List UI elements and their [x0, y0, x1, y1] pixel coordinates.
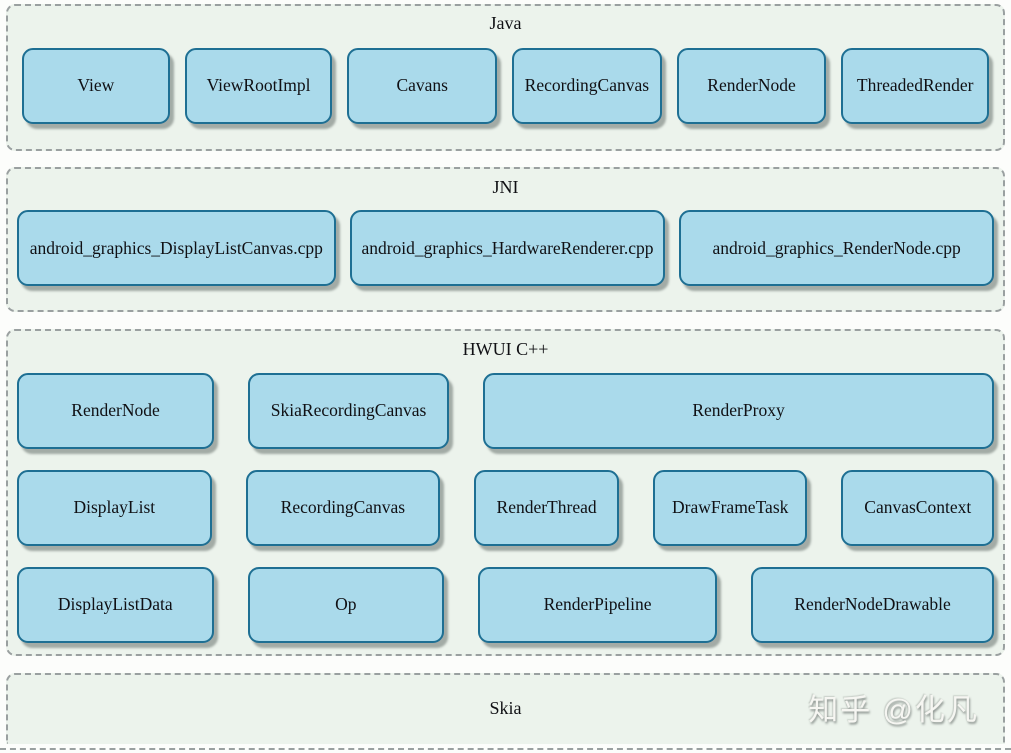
box-android-graphics-rendernode-cpp: android_graphics_RenderNode.cpp [679, 210, 994, 287]
box-label: Op [335, 594, 357, 615]
box-row: DisplayListData Op RenderPipeline RenderNod… [17, 566, 994, 643]
box-label: Cavans [396, 75, 448, 96]
box-rendernode: RenderNode [17, 372, 215, 449]
box-label: ViewRootImpl [206, 75, 311, 96]
box-label: android_graphics_RenderNode.cpp [712, 237, 961, 258]
box-row: android_graphics_DisplayListCanvas.cpp an… [17, 210, 994, 287]
box-label: RecordingCanvas [524, 75, 650, 96]
box-row: RenderNode SkiaRecordingCanvas RenderProxy [17, 372, 994, 449]
box-rendernode: RenderNode [676, 47, 827, 124]
box-android-graphics-hardwarerenderer-cpp: android_graphics_HardwareRenderer.cpp [349, 210, 666, 287]
layer-title-jni: JNI [492, 176, 519, 197]
layer-skia: Skia 知乎 @化凡 [6, 672, 1005, 744]
box-label: RenderNodeDrawable [794, 594, 951, 615]
box-label: ThreadedRender [856, 75, 974, 96]
box-skiarecordingcanvas: SkiaRecordingCanvas [248, 372, 450, 449]
box-label: CanvasContext [864, 497, 972, 518]
box-renderpipeline: RenderPipeline [478, 566, 718, 643]
box-viewrootimpl: ViewRootImpl [184, 47, 333, 124]
box-rendernodedrawable: RenderNodeDrawable [751, 566, 994, 643]
box-label: RenderPipeline [543, 594, 652, 615]
box-threadedrender: ThreadedRender [841, 47, 990, 124]
layer-title-skia: Skia [489, 698, 522, 719]
box-label: DisplayListData [57, 594, 173, 615]
box-displaylist: DisplayList [17, 469, 212, 546]
box-label: DrawFrameTask [672, 497, 789, 518]
box-displaylistdata: DisplayListData [17, 566, 214, 643]
layer-title-hwui-c: HWUI C++ [462, 339, 549, 360]
box-op: Op [247, 566, 445, 643]
box-row: DisplayList RecordingCanvas RenderThread Dr… [17, 469, 995, 546]
box-row: View ViewRootImpl Cavans RecordingCanvas Ren… [22, 47, 990, 124]
cutoff-next-layer-border [0, 748, 1011, 750]
box-recordingcanvas: RecordingCanvas [512, 47, 662, 124]
box-canvascontext: CanvasContext [841, 469, 995, 546]
box-label: SkiaRecordingCanvas [270, 400, 427, 421]
box-view: View [22, 47, 170, 124]
box-label: RenderNode [707, 75, 796, 96]
box-label: RenderThread [496, 497, 597, 518]
box-drawframetask: DrawFrameTask [652, 469, 808, 546]
box-recordingcanvas: RecordingCanvas [245, 469, 441, 546]
box-label: RecordingCanvas [280, 497, 406, 518]
box-label: RenderNode [71, 400, 160, 421]
box-label: DisplayList [73, 497, 156, 518]
box-renderproxy: RenderProxy [483, 372, 994, 449]
layer-title-java: Java [489, 13, 522, 33]
box-renderthread: RenderThread [474, 469, 619, 546]
layer-jni: JNI android_graphics_DisplayListCanvas.cp… [6, 166, 1005, 313]
zhihu-watermark: 知乎 @化凡 [808, 694, 979, 728]
box-android-graphics-displaylistcanvas-cpp: android_graphics_DisplayListCanvas.cpp [17, 210, 336, 287]
box-label: View [77, 75, 115, 96]
box-label: android_graphics_DisplayListCanvas.cpp [29, 237, 323, 258]
box-cavans: Cavans [347, 47, 498, 124]
box-label: RenderProxy [692, 400, 785, 421]
box-label: android_graphics_HardwareRenderer.cpp [361, 237, 654, 258]
